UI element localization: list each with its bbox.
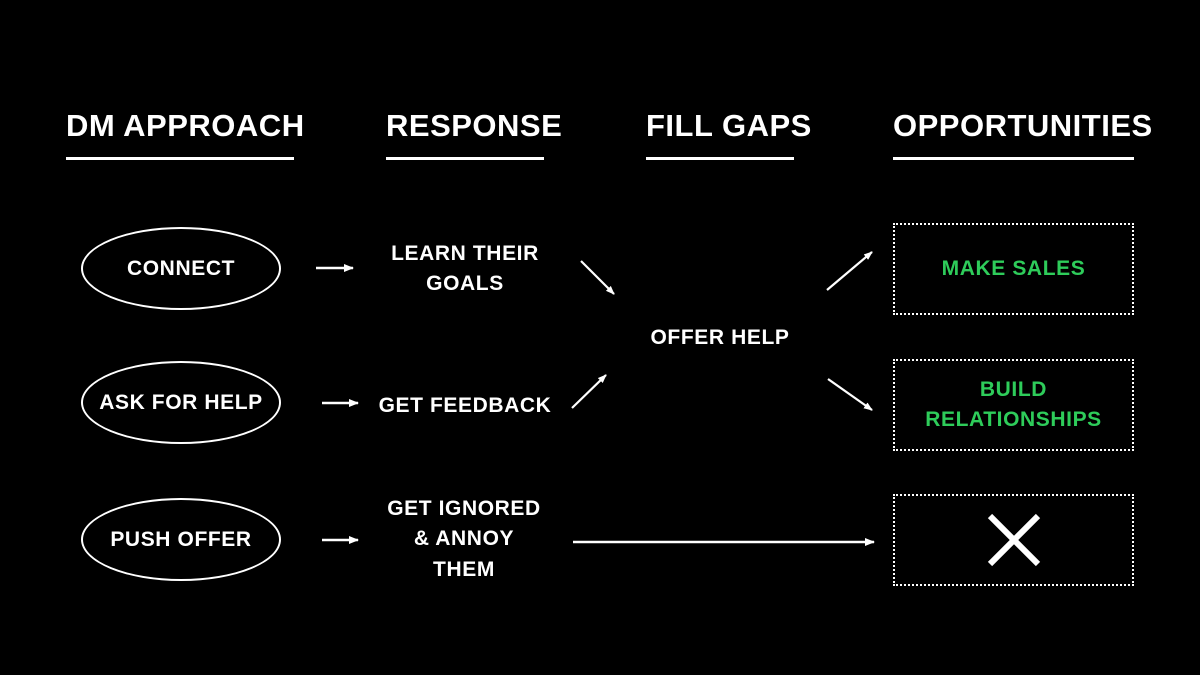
column-underline [386, 157, 544, 160]
column-underline [893, 157, 1134, 160]
column-title: DM APPROACH [66, 108, 305, 143]
column-header-response: RESPONSE [386, 108, 563, 160]
arrow-offer-help-to-make-sales [826, 251, 873, 291]
node-get-feedback: GET FEEDBACK [372, 391, 558, 421]
node-label: CONNECT [126, 256, 236, 280]
node-label: ASK FOR HELP [99, 390, 263, 414]
column-header-fill-gaps: FILL GAPS [646, 108, 812, 160]
node-label: BUILD RELATIONSHIPS [925, 377, 1102, 431]
node-offer-help: OFFER HELP [630, 323, 810, 353]
node-label: LEARN THEIR GOALS [391, 242, 539, 296]
column-title: FILL GAPS [646, 108, 812, 143]
node-label: MAKE SALES [941, 256, 1086, 280]
node-label: GET IGNORED & ANNOY THEM [387, 497, 541, 581]
column-title: RESPONSE [386, 108, 563, 143]
column-underline [66, 157, 294, 160]
node-ask-for-help[interactable]: ASK FOR HELP [81, 361, 281, 444]
node-build-relationships[interactable]: BUILD RELATIONSHIPS [893, 359, 1134, 451]
column-underline [646, 157, 794, 160]
node-failure[interactable] [893, 494, 1134, 586]
arrow-offer-help-to-build-relationships [827, 378, 873, 411]
column-title: OPPORTUNITIES [893, 108, 1153, 143]
column-header-dm-approach: DM APPROACH [66, 108, 305, 160]
node-label: GET FEEDBACK [378, 394, 552, 417]
node-label: OFFER HELP [650, 326, 790, 349]
node-connect[interactable]: CONNECT [81, 227, 281, 310]
node-get-ignored-annoy-them: GET IGNORED & ANNOY THEM [383, 494, 545, 585]
x-mark-icon [987, 513, 1040, 567]
node-make-sales[interactable]: MAKE SALES [893, 223, 1134, 315]
arrow-learn-to-offer-help [580, 260, 615, 295]
node-learn-their-goals: LEARN THEIR GOALS [375, 239, 555, 300]
node-push-offer[interactable]: PUSH OFFER [81, 498, 281, 581]
node-label: PUSH OFFER [110, 527, 252, 551]
arrow-feedback-to-offer-help [571, 374, 607, 409]
column-header-opportunities: OPPORTUNITIES [893, 108, 1153, 160]
